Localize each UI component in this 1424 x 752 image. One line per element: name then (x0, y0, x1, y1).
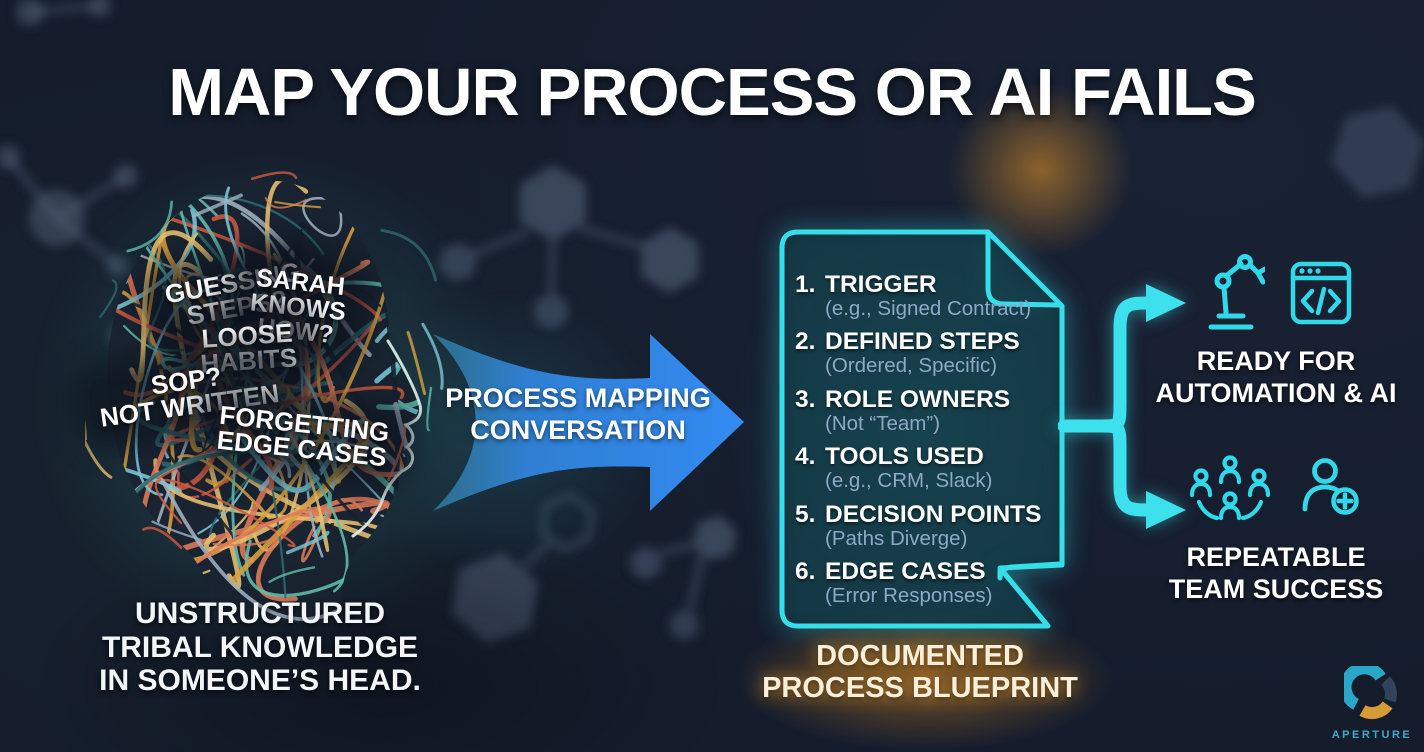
head-caption: UNSTRUCTURED TRIBAL KNOWLEDGE IN SOMEONE… (99, 597, 421, 698)
aperture-logo-icon (1339, 662, 1397, 720)
fork-split-arrows (1058, 284, 1186, 529)
outcome-automation-label: READY FOR AUTOMATION & AI (1155, 346, 1397, 408)
face-profile-line (351, 339, 423, 538)
blueprint-item-list: 1.TRIGGER (e.g., Signed Contract) 2.DEFI… (795, 272, 1065, 617)
fork-arrowhead-bottom (1146, 491, 1186, 529)
page-title: MAP YOUR PROCESS OR AI FAILS (168, 55, 1257, 130)
code-window-icon (1290, 261, 1352, 325)
document-top-fold (985, 231, 1062, 308)
list-item: 1.TRIGGER (e.g., Signed Contract) (795, 271, 1032, 320)
list-item: 5.DECISION POINTS (Paths Diverge) (795, 500, 1042, 550)
brand-block: APERTURE (1318, 662, 1424, 741)
list-item: 6.EDGE CASES (Error Responses) (795, 558, 993, 608)
document-page (779, 229, 1065, 629)
outcome-automation: READY FOR AUTOMATION & AI (1146, 250, 1406, 410)
process-arrow (428, 326, 752, 518)
fork-arrowhead-top (1146, 284, 1186, 322)
blueprint-document (779, 229, 1065, 629)
robot-arm-icon (1208, 254, 1265, 330)
add-person-icon (1302, 458, 1359, 515)
blueprint-caption: DOCUMENTED PROCESS BLUEPRINT (762, 640, 1078, 705)
list-item: 2.DEFINED STEPS (Ordered, Specific) (795, 328, 1020, 378)
process-arrow-label: PROCESS MAPPING CONVERSATION (445, 383, 711, 445)
outcome-team-success: REPEATABLE TEAM SUCCESS (1146, 446, 1406, 606)
outcome-team-success-label: REPEATABLE TEAM SUCCESS (1168, 542, 1384, 604)
document-bottom-fold (997, 561, 1063, 581)
brand-name: APERTURE (1331, 729, 1413, 741)
list-item: 3.ROLE OWNERS (Not “Team”) (795, 385, 1011, 435)
team-network-icon (1189, 455, 1271, 521)
arrow-shape (433, 334, 744, 511)
list-item: 4.TOOLS USED (e.g., CRM, Slack) (795, 443, 993, 493)
